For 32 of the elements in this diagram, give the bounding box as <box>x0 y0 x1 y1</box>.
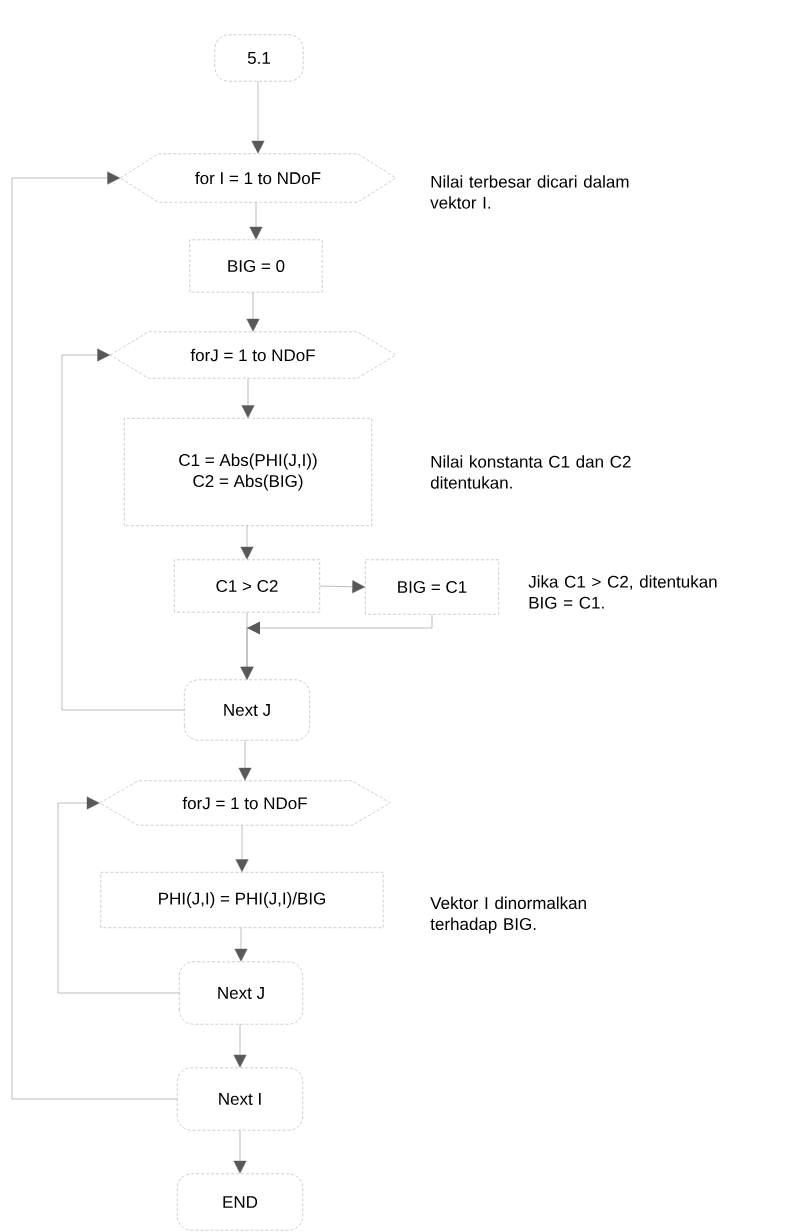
arrow <box>240 525 254 560</box>
note-text: Nilai terbesar dicari dalam vektor I. <box>430 175 629 209</box>
note-text: Vektor I dinormalkan terhadap BIG. <box>430 896 586 934</box>
process-box: BIG = C1 <box>365 559 499 615</box>
arrow <box>246 292 260 332</box>
note-text: Jika C1 > C2, ditentukan BIG = C1. <box>528 575 717 609</box>
terminal-box: Next I <box>177 1067 303 1131</box>
arrow <box>251 81 265 154</box>
arrow <box>319 580 366 594</box>
arrow <box>11 171 178 1100</box>
process-box: C1 > C2 <box>174 559 320 613</box>
terminal-box: 5.1 <box>214 34 304 82</box>
process-box: BIG = 0 <box>189 239 323 293</box>
arrow <box>240 612 254 680</box>
loop-hexagon: for I = 1 to NDoF <box>120 153 396 203</box>
arrow <box>233 1130 247 1174</box>
terminal-box: END <box>177 1173 303 1231</box>
note-text: Nilai konstanta C1 dan C2 ditentukan. <box>430 455 631 489</box>
arrow <box>241 378 255 419</box>
process-box: PHI(J,I) = PHI(J,I)/BIG <box>100 872 384 928</box>
terminal-box: Next J <box>179 961 303 1025</box>
arrow <box>238 740 252 781</box>
process-box: C1 = Abs(PHI(J,I)) C2 = Abs(BIG) <box>124 418 372 526</box>
arrow <box>234 927 248 962</box>
arrow <box>235 825 249 873</box>
arrow <box>57 796 180 994</box>
loop-hexagon: forJ = 1 to NDoF <box>99 780 391 826</box>
terminal-box: Next J <box>184 679 310 741</box>
arrow <box>249 202 263 240</box>
arrow <box>61 348 185 711</box>
arrow <box>233 1024 247 1068</box>
loop-hexagon: forJ = 1 to NDoF <box>110 331 396 379</box>
